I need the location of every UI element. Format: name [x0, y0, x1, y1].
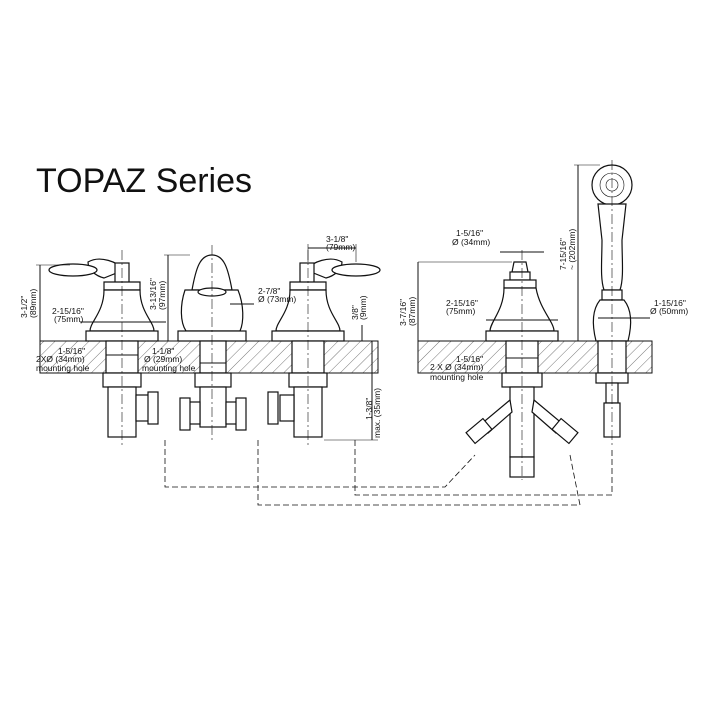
dim-right-hole: 1-5/16"	[456, 354, 483, 364]
label-hole-left: mounting hole	[36, 363, 90, 373]
dim-left-handle-base-mm: (75mm)	[54, 314, 83, 324]
dim-max-deck: 1-3/8"	[364, 398, 374, 420]
dim-spout-height: 3-13/16"	[148, 278, 158, 310]
page-title: TOPAZ Series	[36, 162, 252, 200]
dim-spout-height-mm: (97mm)	[157, 281, 167, 310]
dim-hole-left-mm: 2XØ (34mm)	[36, 354, 85, 364]
label-right-hole: mounting hole	[430, 372, 484, 382]
label-hole-mid: mounting hole	[142, 363, 196, 373]
dim-right-hole-mm: 2 X Ø (34mm)	[430, 362, 484, 372]
dim-left-height: 3-1/2"	[19, 296, 29, 318]
dim-left-height-mm: (89mm)	[28, 289, 38, 318]
right-assembly	[417, 160, 653, 480]
dim-max-deck-mm: max. (35mm)	[372, 388, 382, 438]
dim-shower-height: 7-15/16"	[558, 238, 568, 270]
dim-deck-thick: 3/8"	[350, 305, 360, 320]
dim-right-handle-base-mm: (75mm)	[446, 306, 475, 316]
connection-lines	[164, 440, 613, 506]
dim-spout-base: 2-7/8"	[258, 286, 280, 296]
dim-handle-spread-mm: (79mm)	[326, 242, 355, 252]
dim-diverter-top-mm: Ø (34mm)	[452, 237, 490, 247]
dim-right-handle-base: 2-15/16"	[446, 298, 478, 308]
dim-deck-thick-mm: (9mm)	[358, 295, 368, 320]
dim-left-handle-base: 2-15/16"	[52, 306, 84, 316]
dim-hole-mid-mm: Ø (29mm)	[144, 354, 182, 364]
dim-spout-base-mm: Ø (73mm)	[258, 294, 296, 304]
dim-handle-spread: 3-1/8"	[326, 234, 348, 244]
dim-shower-base: 1-15/16"	[654, 298, 686, 308]
dim-diverter-top: 1-5/16"	[456, 228, 483, 238]
dim-hole-left: 1-5/16"	[58, 346, 85, 356]
dim-right-height-mm: (87mm)	[407, 297, 417, 326]
dim-hole-mid: 1-1/8"	[152, 346, 174, 356]
dim-shower-height-mm: ~ (202mm)	[567, 229, 577, 270]
dim-right-height: 3-7/16"	[398, 299, 408, 326]
dim-shower-base-mm: Ø (50mm)	[650, 306, 688, 316]
left-assembly	[36, 244, 381, 445]
